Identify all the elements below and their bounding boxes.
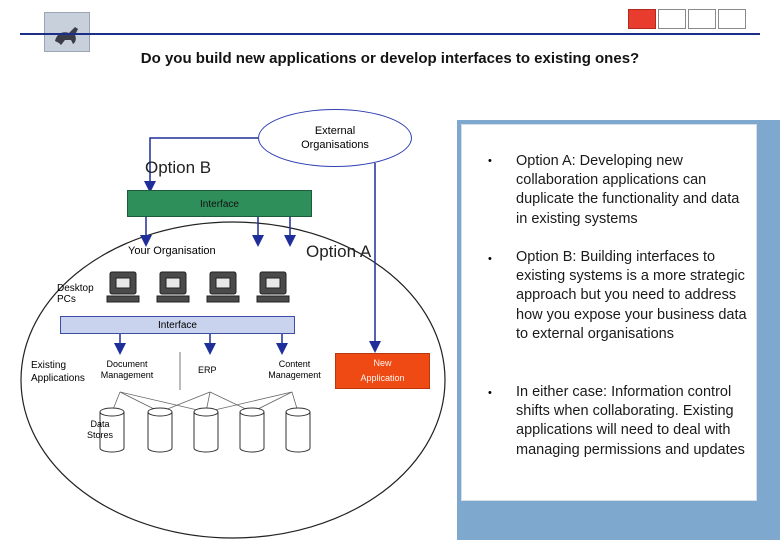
slide-title: Do you build new applications or develop… <box>140 50 640 67</box>
organisation-boundary <box>20 221 446 539</box>
bullet-panel: • Option A: Developing new collaboration… <box>461 124 757 501</box>
external-organisations-label: External Organisations <box>301 125 369 151</box>
desktop-pcs-label: Desktop PCs <box>57 283 94 305</box>
document-management-label: Document Management <box>100 359 154 380</box>
interface-top-box: Interface <box>127 190 312 217</box>
external-organisations-node: External Organisations <box>258 109 412 167</box>
content-management-label: Content Management <box>268 359 321 380</box>
bullet-either-case: In either case: Information control shif… <box>516 384 745 458</box>
new-application-label: New Application <box>360 358 405 383</box>
nav-tabs <box>626 9 746 29</box>
your-organisation-label: Your Organisation <box>128 245 216 257</box>
nav-tab-1[interactable] <box>628 9 656 29</box>
new-application-box: New Application <box>335 353 430 389</box>
bullet-marker: • <box>488 253 492 265</box>
horse-rider-icon <box>55 27 78 45</box>
bullet-marker: • <box>488 155 492 167</box>
bullet-marker: • <box>488 387 492 399</box>
existing-applications-label: Existing Applications <box>31 360 85 384</box>
erp-label: ERP <box>198 365 217 375</box>
option-a-label: Option A <box>306 242 372 261</box>
nav-tab-2[interactable] <box>658 9 686 29</box>
header-rule <box>20 33 760 35</box>
nav-tab-3[interactable] <box>688 9 716 29</box>
option-b-label: Option B <box>145 158 212 177</box>
nav-tab-4[interactable] <box>718 9 746 29</box>
interface-bottom-box: Interface <box>60 316 295 334</box>
data-stores-label: Data Stores <box>86 419 113 440</box>
university-logo <box>44 12 90 52</box>
bullet-option-a: Option A: Developing new collaboration a… <box>516 153 740 227</box>
bullet-option-b: Option B: Building interfaces to existin… <box>516 249 747 342</box>
